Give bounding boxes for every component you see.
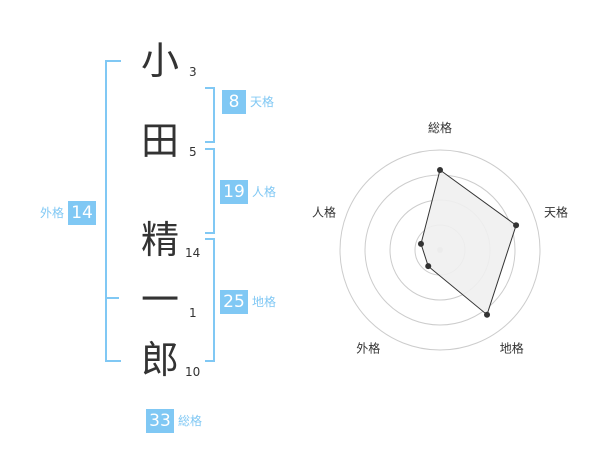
gaikaku-value: 14: [68, 201, 97, 225]
jinkaku-bracket: [205, 148, 215, 234]
stroke-count-1: 3: [189, 65, 197, 79]
jinkaku-badge: 19 人格: [220, 180, 276, 204]
tenkaku-bracket: [205, 87, 215, 143]
gaikaku-badge: 外格 14: [40, 201, 97, 225]
stroke-count-2: 5: [189, 145, 197, 159]
soukaku-badge: 33 総格: [146, 409, 202, 433]
radar-ring-4: [339, 149, 541, 351]
radar-point-3: [425, 263, 432, 270]
chikaku-label: 地格: [252, 295, 277, 309]
stroke-count-3: 14: [185, 246, 201, 260]
radar-points: [417, 167, 520, 318]
radar-axis-label-3: 外格: [356, 341, 380, 356]
kanji-char-4: 一: [140, 278, 179, 322]
radar-data-polygon: [420, 169, 517, 316]
radar-axis-label-1: 天格: [544, 204, 568, 219]
radar-point-4: [417, 240, 424, 247]
jinkaku-value: 19: [220, 180, 248, 204]
radar-axis-label-0: 総格: [428, 120, 452, 135]
jinkaku-label: 人格: [252, 185, 277, 199]
tenkaku-value: 8: [222, 90, 246, 114]
stroke-count-4: 1: [189, 306, 197, 320]
radar-axis-label-2: 地格: [500, 341, 524, 356]
radar-point-2: [484, 311, 491, 318]
kanji-char-5: 郎: [140, 338, 179, 382]
kanji-char-3: 精: [140, 218, 179, 262]
soukaku-value: 33: [146, 409, 174, 433]
radar-point-0: [437, 167, 443, 173]
chikaku-badge: 25 地格: [220, 290, 276, 314]
tenkaku-badge: 8 天格: [222, 90, 274, 114]
tenkaku-label: 天格: [250, 95, 275, 109]
stroke-count-5: 10: [185, 365, 201, 379]
radar-axis-label-4: 人格: [312, 204, 336, 219]
gaikaku-label: 外格: [40, 206, 65, 220]
chikaku-value: 25: [220, 290, 248, 314]
gaikaku-bracket: [105, 60, 121, 362]
radar-point-1: [513, 222, 520, 229]
kanji-char-1: 小: [140, 39, 179, 83]
gaikaku-divider: [105, 297, 119, 299]
chikaku-bracket: [205, 238, 215, 362]
soukaku-label: 総格: [178, 414, 203, 428]
kanji-char-2: 田: [140, 119, 179, 163]
